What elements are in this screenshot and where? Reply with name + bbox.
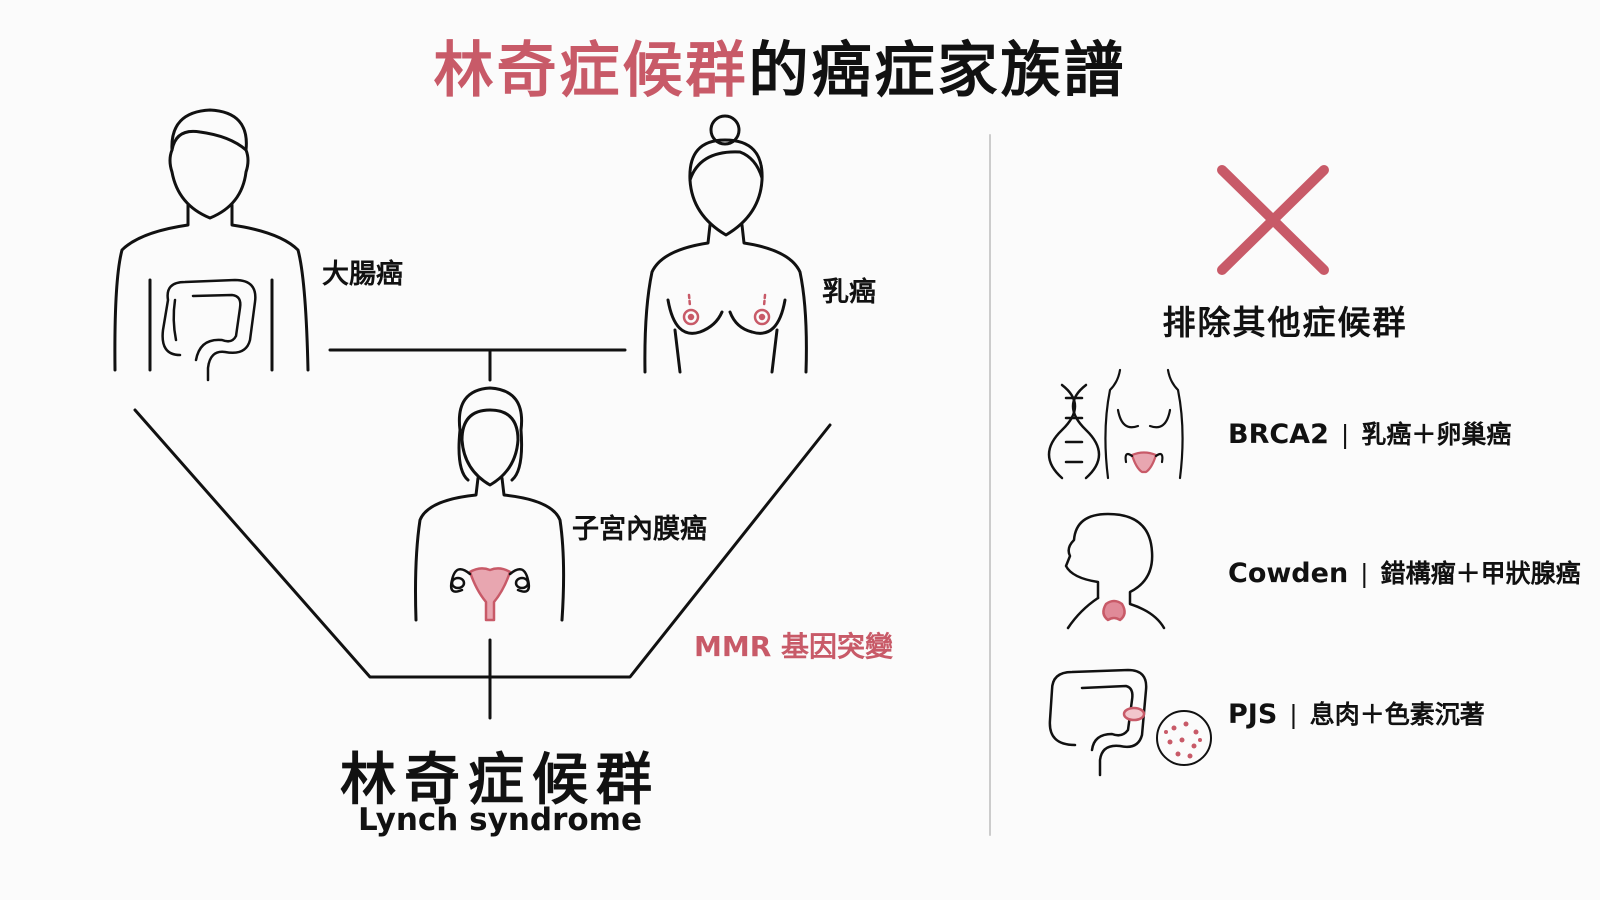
title-accent: 林奇症候群: [433, 36, 749, 106]
syndrome-description: 錯構瘤＋甲狀腺癌: [1380, 559, 1581, 588]
syndrome-gene: BRCA2: [1228, 419, 1329, 450]
x-mark-icon: [1217, 165, 1329, 275]
daughter-cancer-label: 子宮內膜癌: [572, 514, 707, 545]
mother-figure: [643, 114, 808, 374]
father-figure: [113, 108, 310, 372]
colon-icon: [161, 278, 257, 382]
head-thyroid-icon: [1064, 512, 1166, 630]
exclusion-heading: 排除其他症候群: [1162, 303, 1408, 342]
syndrome-gene: Cowden: [1228, 558, 1349, 589]
pigment-spots-icon: [1156, 710, 1212, 766]
row-separator: |: [1340, 420, 1350, 449]
syndrome-row-cowden: Cowden | 錯構瘤＋甲狀腺癌: [1228, 554, 1581, 590]
syndrome-row-brca2: BRCA2 | 乳癌＋卵巢癌: [1228, 415, 1511, 451]
uterus-icon: [449, 567, 531, 622]
syndrome-name: 林奇症候群: [340, 748, 660, 813]
colon-polyp-icon: [1048, 668, 1148, 777]
father-cancer-label: 大腸癌: [322, 259, 403, 290]
mother-cancer-label: 乳癌: [822, 277, 876, 308]
mutation-label: MMR 基因突變: [694, 630, 894, 663]
row-separator: |: [1360, 559, 1369, 588]
daughter-figure: [414, 386, 566, 622]
breast-cancer-marks: [682, 293, 771, 326]
row-separator: |: [1289, 700, 1298, 729]
syndrome-description: 乳癌＋卵巢癌: [1361, 420, 1512, 449]
female-torso-icon: [1104, 368, 1184, 480]
syndrome-row-pjs: PJS | 息肉＋色素沉著: [1228, 695, 1485, 731]
syndrome-gene: PJS: [1228, 699, 1278, 730]
dna-icon: [1047, 383, 1101, 480]
pedigree-lines: [133, 348, 832, 720]
title-rest: 的癌症家族譜: [748, 36, 1127, 106]
page-title: 林奇症候群的癌症家族譜: [0, 22, 1560, 109]
syndrome-english-name: Lynch syndrome: [358, 802, 642, 838]
syndrome-description: 息肉＋色素沉著: [1309, 700, 1485, 729]
